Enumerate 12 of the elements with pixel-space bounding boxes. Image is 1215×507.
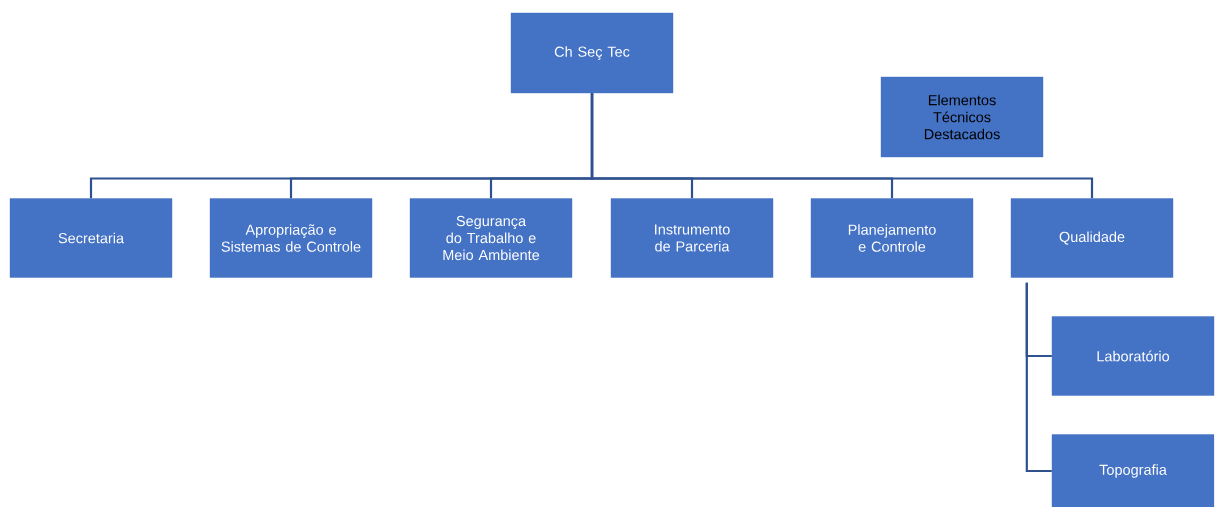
org-box: Apropriação e Sistemas de Controle [209,198,373,278]
org-box: Topografia [1051,434,1215,507]
org-box: Instrumento de Parceria [610,198,774,278]
org-box: Segurança do Trabalho e Meio Ambiente [409,198,573,278]
org-box: Secretaria [9,198,173,278]
org-box: Elementos Técnicos Destacados [880,76,1044,158]
org-box: Laboratório [1051,316,1215,396]
connector-line [590,93,1094,199]
org-box: Ch Seç Tec [510,12,674,94]
org-box: Planejamento e Controle [810,198,974,278]
org-box: Qualidade [1010,198,1174,278]
connector-line [1025,282,1052,473]
